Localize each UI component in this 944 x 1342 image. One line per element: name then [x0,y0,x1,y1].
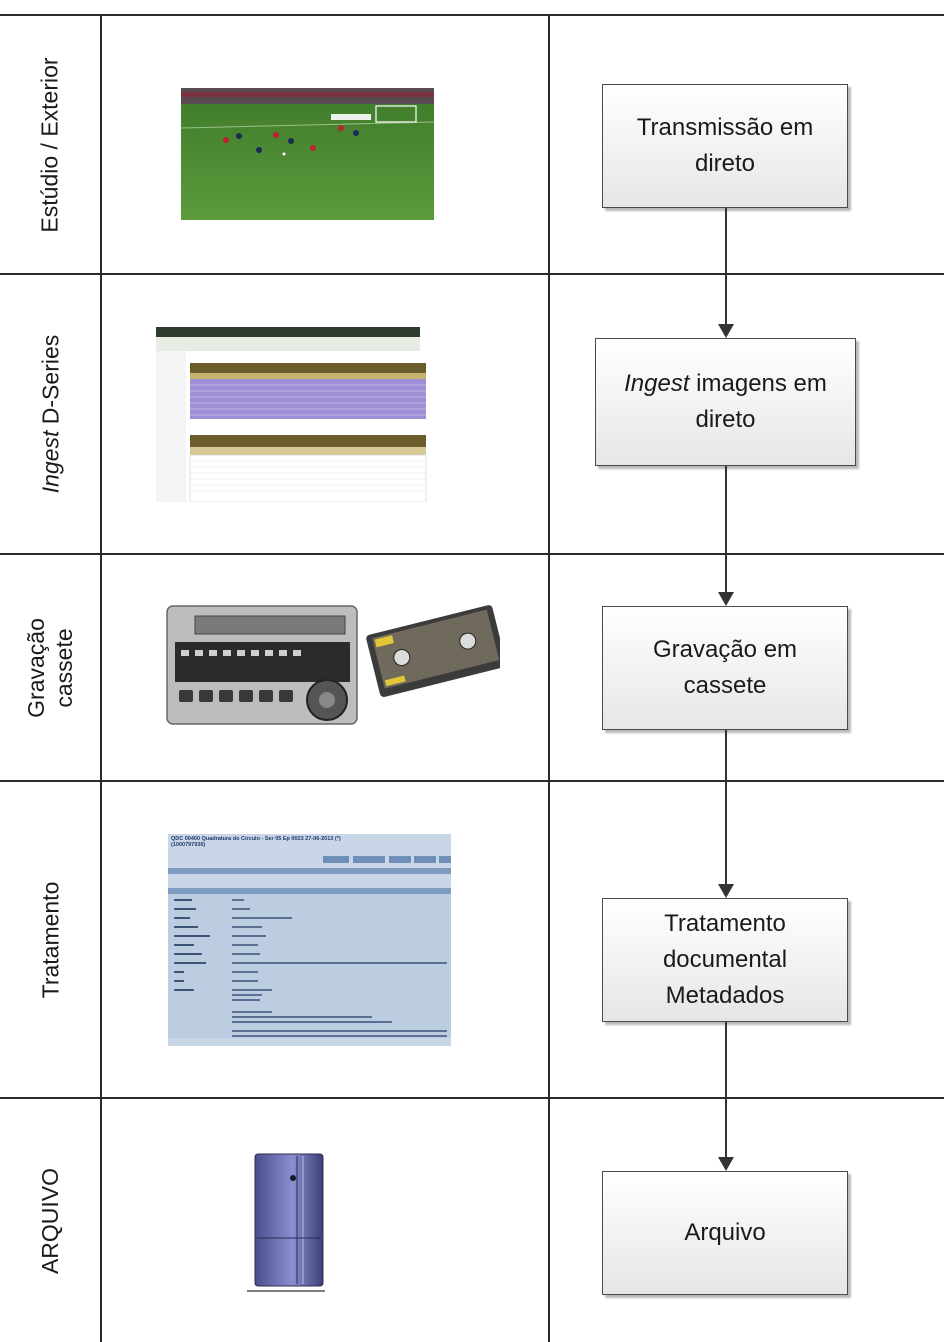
flow-connector-1 [725,208,727,324]
flow-connector-3 [725,730,727,884]
process-line-1: Transmissão em [636,114,814,141]
row-divider-top [0,14,944,16]
flow-arrowhead-4 [718,1157,734,1171]
process-line-3: Metadados [665,982,785,1009]
row-label-tratamento: Tratamento [0,782,100,1097]
row-label-gravacao: Gravação cassete [0,555,100,780]
process-line-1: Gravação em [652,636,798,663]
archive-server-image [247,1153,325,1292]
flow-connector-2 [725,466,727,592]
row-label-text: Estúdio / Exterior [37,56,64,233]
row-label-text: Ingest D-Series [36,335,64,494]
row-divider-4 [0,1097,944,1099]
process-line-1: Arquivo [684,1219,766,1246]
row-divider-2 [0,553,944,555]
row-label-estudio: Estúdio / Exterior [0,16,100,273]
flow-arrowhead-1 [718,324,734,338]
column-divider-middle [548,14,550,1342]
process-line-2: direto [694,150,756,177]
row-label-ingest: Ingest D-Series [0,275,100,553]
process-text: Gravação em cassete [653,632,797,704]
column-divider-left [100,14,102,1342]
flow-connector-4 [725,1022,727,1157]
process-text: Ingest imagens em direto [624,366,827,438]
process-box-gravacao: Gravação em cassete [602,606,848,730]
process-box-ingest: Ingest imagens em direto [595,338,856,466]
row-label-arquivo: ARQUIVO [0,1099,100,1342]
row-label-line-1: Gravação [23,617,49,718]
process-box-tratamento: Tratamento documental Metadados [602,898,848,1022]
metadata-subtitle: (1000797936) [171,842,206,848]
process-line-2: documental [662,946,788,973]
process-line-1: Tratamento [664,910,786,937]
row-label-line-2: cassete [51,627,77,708]
process-italic: Ingest [624,370,690,397]
row-divider-1 [0,273,944,275]
flow-arrowhead-2 [718,592,734,606]
row-label-text: Tratamento [37,881,64,998]
process-line-2: direto [695,406,756,433]
process-text: Tratamento documental Metadados [663,906,787,1014]
football-broadcast-image [181,88,434,220]
row-label-text: ARQUIVO [37,1167,64,1274]
row-divider-3 [0,780,944,782]
process-rest: imagens em [689,370,827,397]
process-box-transmissao: Transmissão em direto [602,84,848,208]
row-label-rest: D-Series [37,334,64,431]
process-line-2: cassete [683,672,767,699]
process-text: Transmissão em direto [637,110,813,182]
metadata-title: QDC 00400 Quadratura do Circulo - Ser 05… [171,836,341,842]
vtr-deck-and-cassette-image [166,605,500,725]
row-label-text: Gravação cassete [22,618,78,718]
row-label-italic: Ingest [37,430,64,494]
ingest-software-image [156,327,428,502]
process-line-1: Ingest imagens em [624,366,827,402]
flow-arrowhead-3 [718,884,734,898]
process-box-arquivo: Arquivo [602,1171,848,1295]
metadata-form-image: QDC 00400 Quadratura do Circulo - Ser 05… [168,834,451,1046]
